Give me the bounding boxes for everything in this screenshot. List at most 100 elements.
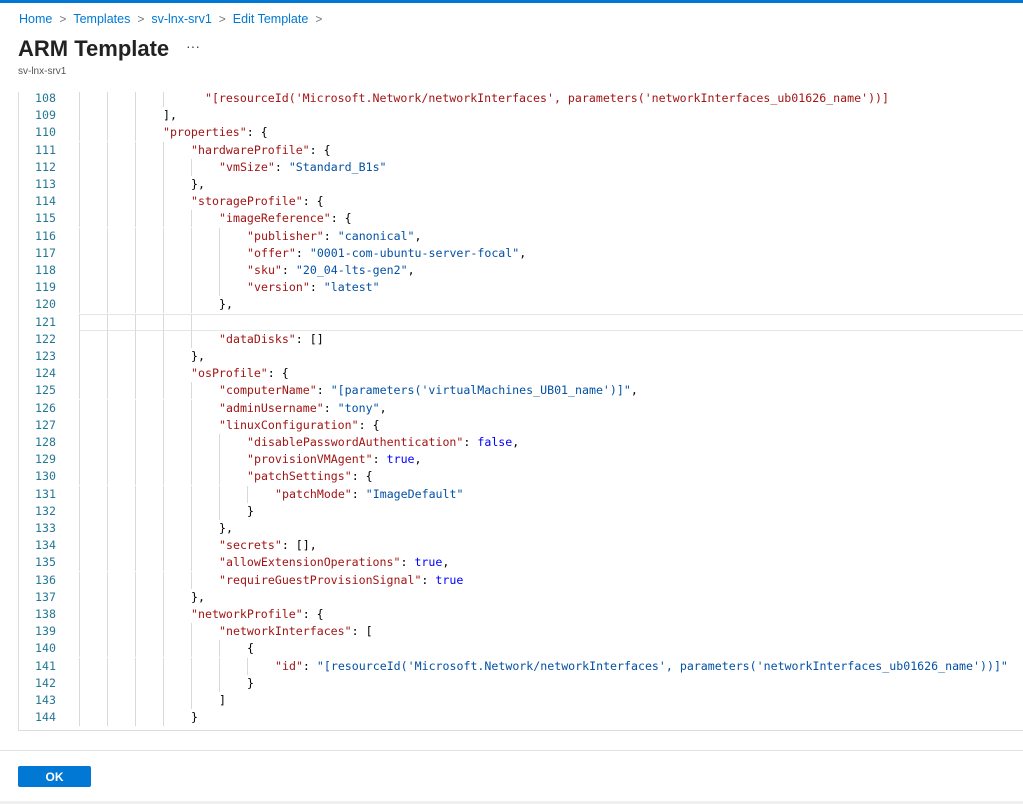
indent-guide <box>107 434 108 451</box>
breadcrumb-home[interactable]: Home <box>19 12 53 26</box>
indent-guide <box>135 588 136 606</box>
indent-guide <box>191 296 192 314</box>
indent-guide <box>135 330 136 348</box>
json-boolean: true <box>435 572 464 587</box>
code-line[interactable]: 113}, <box>19 176 1023 193</box>
code-line[interactable]: 109], <box>19 107 1023 125</box>
indent-guide <box>107 520 108 537</box>
indent-guide <box>79 520 80 537</box>
indent-guide <box>135 193 136 211</box>
code-line[interactable]: 127"linuxConfiguration": { <box>19 416 1023 434</box>
indent-guide <box>79 709 80 727</box>
indent-guide <box>107 468 108 486</box>
breadcrumb-templates[interactable]: Templates <box>73 12 131 26</box>
line-number: 137 <box>35 589 56 604</box>
code-line[interactable]: 135"allowExtensionOperations": true, <box>19 554 1023 572</box>
code-text: "[resourceId('Microsoft.Network/networkI… <box>191 92 889 107</box>
line-number: 116 <box>35 228 56 243</box>
indent-guide <box>79 227 80 245</box>
code-line[interactable]: 139"networkInterfaces": [ <box>19 623 1023 641</box>
code-text: ], <box>163 107 177 124</box>
indent-guide <box>135 468 136 486</box>
code-line[interactable]: 118"sku": "20_04-lts-gen2", <box>19 262 1023 279</box>
code-line[interactable]: 136"requireGuestProvisionSignal": true <box>19 571 1023 589</box>
json-string: "ImageDefault" <box>365 486 464 501</box>
json-punctuation: : <box>323 400 338 415</box>
code-line[interactable]: 141"id": "[resourceId('Microsoft.Network… <box>19 657 1023 675</box>
json-boolean: true <box>414 555 443 570</box>
indent-guide <box>79 451 80 469</box>
code-line[interactable]: 125"computerName": "[parameters('virtual… <box>19 382 1023 400</box>
json-punctuation: : { <box>246 125 268 140</box>
breadcrumb-resource[interactable]: sv-lnx-srv1 <box>151 12 212 26</box>
indent-guide <box>107 313 108 331</box>
code-line[interactable]: 122"dataDisks": [] <box>19 330 1023 348</box>
code-line[interactable]: 137}, <box>19 588 1023 606</box>
indent-guide <box>79 296 80 314</box>
code-line[interactable]: 114"storageProfile": { <box>19 193 1023 211</box>
ok-button[interactable]: OK <box>18 766 91 787</box>
indent-guide <box>79 657 80 675</box>
indent-guide <box>79 692 80 709</box>
code-line[interactable]: 119"version": "latest" <box>19 279 1023 297</box>
code-line[interactable]: 111"hardwareProfile": { <box>19 141 1023 159</box>
code-line[interactable]: 129"provisionVMAgent": true, <box>19 451 1023 469</box>
json-punctuation: : { <box>267 366 289 381</box>
indent-guide <box>191 537 192 555</box>
indent-guide <box>107 588 108 606</box>
json-key: "disablePasswordAuthentication" <box>247 435 464 449</box>
code-line[interactable]: 140{ <box>19 640 1023 658</box>
code-line[interactable]: 117"offer": "0001-com-ubuntu-server-foca… <box>19 244 1023 262</box>
indent-guide <box>107 606 108 623</box>
indent-guide <box>107 279 108 297</box>
code-text: "storageProfile": { <box>191 193 324 210</box>
code-line[interactable]: 132} <box>19 502 1023 520</box>
code-line[interactable]: 124"osProfile": { <box>19 365 1023 383</box>
indent-guide <box>135 537 136 555</box>
line-number: 112 <box>35 159 56 174</box>
indent-guide <box>107 485 108 503</box>
code-line[interactable]: 110"properties": { <box>19 124 1023 142</box>
line-number: 109 <box>35 108 56 123</box>
code-line[interactable]: 123}, <box>19 348 1023 365</box>
json-string: "tony" <box>337 400 380 415</box>
json-punctuation: ] <box>219 693 226 707</box>
json-punctuation: : { <box>330 211 352 226</box>
code-text: "patchMode": "ImageDefault" <box>275 486 463 503</box>
code-editor[interactable]: 108 "[resourceId('Microsoft.Network/netw… <box>18 92 1023 731</box>
code-line[interactable]: 116"publisher": "canonical", <box>19 227 1023 245</box>
line-number: 143 <box>35 693 56 707</box>
code-line[interactable]: 128"disablePasswordAuthentication": fals… <box>19 434 1023 451</box>
json-boolean: false <box>477 435 513 449</box>
code-line[interactable]: 131"patchMode": "ImageDefault" <box>19 485 1023 503</box>
chevron-right-icon: > <box>218 12 226 26</box>
line-number: 128 <box>35 435 56 449</box>
indent-guide <box>219 279 220 297</box>
code-line[interactable]: 126"adminUsername": "tony", <box>19 399 1023 417</box>
json-punctuation: : { <box>302 194 324 209</box>
indent-guide <box>191 158 192 176</box>
code-line[interactable]: 142} <box>19 674 1023 692</box>
code-line[interactable]: 134"secrets": [], <box>19 537 1023 555</box>
code-line[interactable]: 143] <box>19 692 1023 709</box>
indent-guide <box>107 158 108 176</box>
json-key: "secrets" <box>219 538 282 553</box>
code-line[interactable]: 112"vmSize": "Standard_B1s" <box>19 158 1023 176</box>
code-line[interactable]: 130"patchSettings": { <box>19 468 1023 486</box>
indent-guide <box>107 382 108 400</box>
code-line[interactable]: 108 "[resourceId('Microsoft.Network/netw… <box>19 92 1023 107</box>
code-line[interactable]: 115"imageReference": { <box>19 210 1023 228</box>
more-options-button[interactable]: ··· <box>186 38 200 54</box>
code-line[interactable]: 120}, <box>19 296 1023 314</box>
code-line[interactable]: 133}, <box>19 520 1023 537</box>
code-text: "provisionVMAgent": true, <box>247 451 422 468</box>
line-number: 121 <box>35 314 56 329</box>
json-key: "version" <box>247 280 310 295</box>
code-line[interactable]: 138"networkProfile": { <box>19 606 1023 623</box>
code-line[interactable]: 144} <box>19 709 1023 727</box>
breadcrumb-edit-template[interactable]: Edit Template <box>232 12 309 26</box>
indent-guide <box>135 485 136 503</box>
indent-guide <box>163 571 164 589</box>
indent-guide <box>135 520 136 537</box>
code-line[interactable]: 121 <box>19 313 1023 331</box>
